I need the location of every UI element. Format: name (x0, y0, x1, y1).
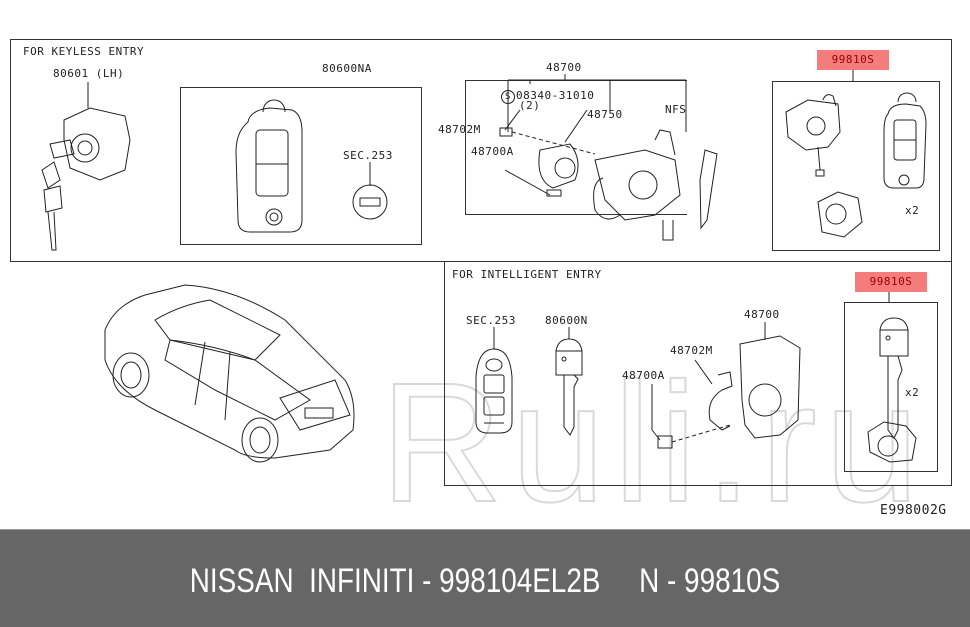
cover-label-keyless: 48702M (438, 123, 481, 136)
kit-part-highlight-intelligent: 99810S (855, 272, 927, 292)
kit-components-icon-intelligent (867, 317, 917, 463)
battery-label-keyless: SEC.253 (343, 149, 393, 162)
door-lock-label: 80601 (LH) (53, 67, 125, 80)
kit-qty-intelligent: x2 (905, 386, 920, 399)
kit-box-keyless (772, 81, 940, 251)
steering-lock-label: 48700 (546, 61, 582, 74)
steering-lock-leaders (507, 74, 687, 132)
screw-qty-label: (2) (519, 99, 541, 112)
vehicle-illustration-icon (104, 284, 355, 463)
kit-qty-keyless: x2 (905, 204, 920, 217)
kit-part-highlight-keyless: 99810S (817, 50, 889, 70)
keyless-entry-frame (10, 39, 952, 262)
intelligent-entry-frame (444, 262, 952, 486)
bolt-label-keyless: 48700A (471, 145, 514, 158)
battery-icon-keyless (352, 162, 388, 220)
cover-label-intelligent: 48702M (670, 344, 713, 357)
intelligent-key-icon (475, 327, 513, 434)
kit-box-intelligent (844, 302, 938, 472)
intelligent-entry-title: FOR INTELLIGENT ENTRY (452, 268, 602, 281)
bolt-label-intelligent: 48700A (622, 369, 665, 382)
mechanical-key-icon (555, 327, 583, 436)
part-number-footer: NISSAN INFINITI - 998104EL2B N - 99810S (0, 529, 970, 627)
key-fob-icon (235, 99, 303, 233)
battery-label-intelligent: SEC.253 (466, 314, 516, 327)
steering-lock-assembly-icon (499, 109, 718, 241)
steering-lock-label-intelligent: 48700 (744, 308, 780, 321)
keyless-entry-title: FOR KEYLESS ENTRY (23, 45, 145, 58)
nfs-label: NFS (665, 103, 687, 116)
diagram-code: E998002G (880, 503, 947, 518)
cylinder-label: 48750 (587, 108, 623, 121)
screw-label: 08340-31010 (516, 89, 595, 102)
key-fob-box (180, 87, 422, 245)
footer-part-text: NISSAN INFINITI - 998104EL2B N - 99810S (189, 562, 781, 600)
door-lock-cylinder-icon (41, 82, 131, 251)
kit-components-icon-keyless (785, 92, 927, 238)
steering-lock-intelligent-icon (651, 322, 801, 449)
screw-symbol: S (501, 90, 515, 104)
key-fob-label: 80600NA (322, 62, 372, 75)
kit-leader-intelligent (888, 292, 890, 302)
mechanical-key-label: 80600N (545, 314, 588, 327)
kit-leader-keyless (852, 70, 854, 82)
